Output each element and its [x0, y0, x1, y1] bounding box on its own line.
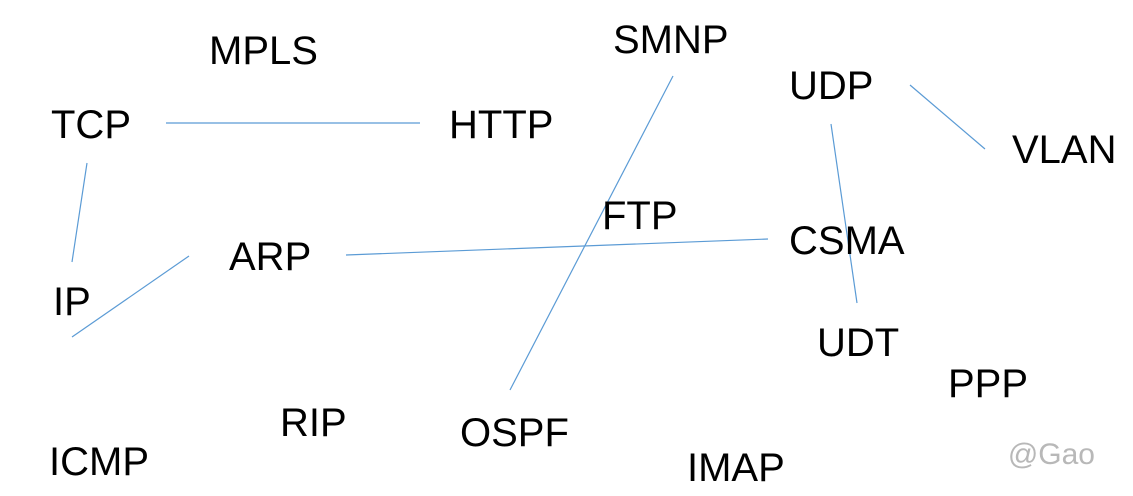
term-ospf: OSPF [460, 411, 569, 455]
connection-line-udp-udt [830, 123, 858, 304]
term-smnp: SMNP [613, 18, 729, 62]
connection-line-smnp-ospf [509, 75, 674, 391]
term-tcp: TCP [51, 103, 131, 147]
term-csma: CSMA [789, 219, 905, 263]
connection-line-ip-arp [71, 255, 190, 338]
term-mpls: MPLS [209, 29, 318, 73]
term-ftp: FTP [602, 194, 678, 238]
connection-line-udp-vlan [909, 84, 986, 150]
watermark: @Gao [1007, 438, 1095, 471]
connection-line-tcp-ip [71, 162, 88, 263]
term-udp: UDP [789, 64, 874, 108]
term-icmp: ICMP [49, 440, 149, 484]
term-vlan: VLAN [1012, 128, 1117, 172]
term-ip: IP [53, 280, 91, 324]
term-rip: RIP [280, 401, 347, 445]
term-imap: IMAP [687, 446, 785, 490]
term-http: HTTP [449, 103, 554, 147]
term-arp: ARP [229, 235, 312, 279]
term-ppp: PPP [948, 362, 1029, 406]
term-udt: UDT [817, 321, 900, 365]
connection-line-arp-csma [345, 238, 769, 256]
